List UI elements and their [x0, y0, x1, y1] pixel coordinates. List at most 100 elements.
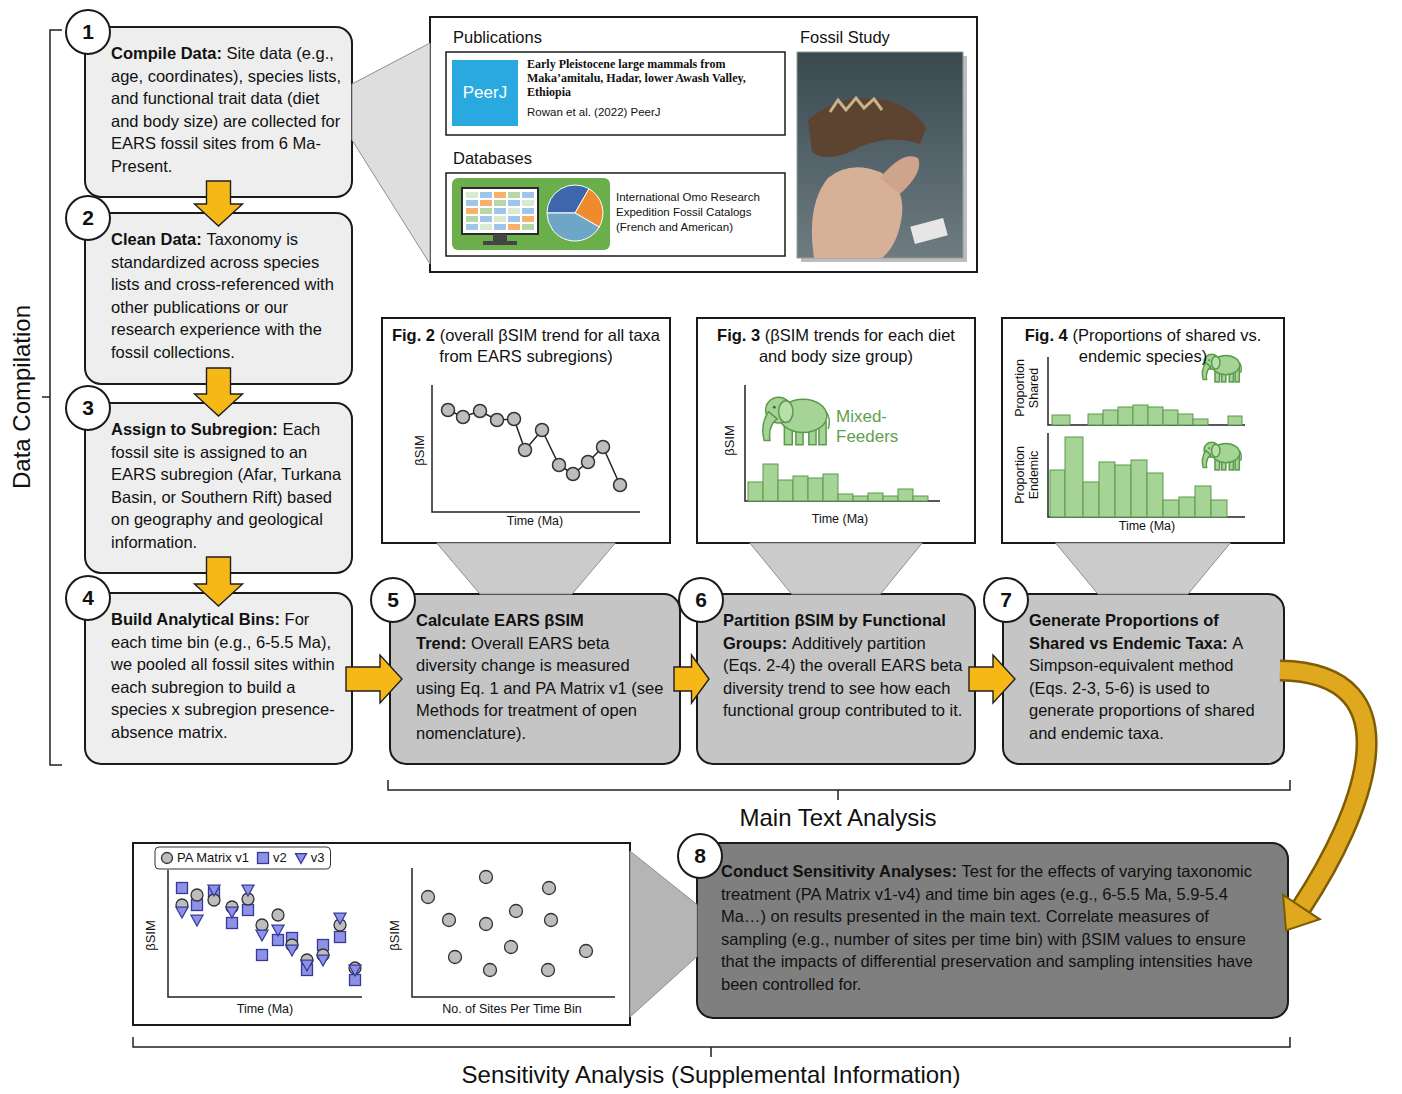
data-point [491, 414, 504, 427]
section-label: Sensitivity Analysis (Supplemental Infor… [462, 1061, 961, 1089]
bar [1050, 470, 1065, 517]
marker-circle [480, 871, 493, 884]
bar [883, 496, 898, 501]
process-box-outline [390, 594, 680, 764]
marker-circle [191, 889, 203, 901]
process-box-outline [85, 27, 352, 197]
flow-arrow [969, 655, 1015, 703]
figure-preview-outline [697, 318, 975, 543]
process-box-outline [1003, 594, 1284, 764]
node-text: Each fossil site is assigned to an EARS … [111, 420, 341, 551]
node-text: βSIM [143, 920, 158, 951]
marker-circle [272, 909, 284, 921]
marker-square [257, 950, 268, 961]
callout-wedge [437, 543, 616, 594]
spreadsheet-cell [480, 192, 492, 198]
bar [1211, 500, 1227, 517]
chart-axis [432, 385, 640, 512]
data-point [474, 405, 487, 418]
data-point [519, 444, 532, 457]
source-panel-outline [430, 17, 977, 272]
spreadsheet-cell [494, 208, 506, 214]
marker-triangle [301, 960, 313, 971]
spreadsheet-cell [480, 200, 492, 206]
node-text: Publications [453, 28, 542, 47]
process-box: Assign to Subregion:Each fossil site is … [85, 403, 352, 573]
spreadsheet-cell [508, 192, 520, 198]
node-text: (Proportions of shared vs. endemic speci… [1072, 326, 1261, 365]
node-text: 1 [82, 21, 94, 44]
flow-arrow-curved [1280, 671, 1367, 931]
fossil-jaw [808, 98, 926, 157]
data-point [597, 441, 610, 454]
bar [1131, 460, 1147, 517]
node-text: Mixed-Feeders [836, 407, 920, 447]
marker-triangle [256, 930, 268, 941]
marker-circle [543, 882, 556, 895]
elephant-tail [826, 412, 829, 429]
elephant-body [1212, 355, 1240, 374]
node-text: βSIM [719, 425, 740, 456]
bar [1118, 407, 1133, 425]
node-text: (overall βSIM trend for all taxa from EA… [439, 326, 660, 365]
elephant-icon [1202, 442, 1241, 470]
figure-preview: Fig. 2(overall βSIM trend for all taxa f… [382, 318, 670, 543]
flow-arrow [346, 655, 402, 703]
spreadsheet-cell [480, 224, 492, 230]
elephant-body [1212, 443, 1240, 462]
node-text: PeerJ [463, 83, 507, 103]
legend-text: v2 [273, 850, 287, 866]
bar [763, 464, 778, 501]
spreadsheet-cell [494, 224, 506, 230]
bar [853, 496, 868, 501]
text-block: Generate Proportions of Shared vs Endemi… [1003, 594, 1284, 752]
step-number: 4 [66, 576, 110, 620]
spreadsheet-cell [522, 200, 534, 206]
node-text: Fossil Study [800, 28, 890, 47]
elephant-eye [773, 406, 776, 409]
text-block: Conduct Sensitivity Analyses:Test for th… [697, 843, 1288, 1003]
marker-circle [505, 941, 518, 954]
data-point [508, 413, 521, 426]
fossil-teeth [830, 98, 882, 112]
bar [1148, 407, 1163, 425]
bar [838, 494, 853, 501]
legend-item: v2 [256, 850, 287, 866]
step-number-outline [984, 578, 1028, 622]
photo-detail [910, 218, 948, 244]
data-point [442, 404, 455, 417]
process-box: Calculate EARS βSIM Trend:Overall EARS b… [390, 594, 680, 764]
text-block: Partition βSIM by Functional Groups:Addi… [697, 594, 975, 730]
node-text: Time (Ma) [812, 509, 868, 530]
spreadsheet-cell [494, 200, 506, 206]
spreadsheet-cell [480, 216, 492, 222]
bar [1163, 500, 1179, 517]
fossil-photo [797, 52, 963, 258]
node-text: Fig. 2 [392, 326, 435, 344]
spreadsheet-cell [508, 200, 520, 206]
bar [793, 476, 808, 501]
elephant-trunk [763, 412, 777, 441]
node-text: 2 [82, 207, 94, 230]
node-text: Build Analytical Bins: [111, 610, 280, 628]
node-text: Assign to Subregion: [111, 420, 278, 438]
spreadsheet-cell [508, 216, 520, 222]
step-number-outline [371, 578, 415, 622]
bar [898, 489, 913, 501]
callout-wedge [750, 543, 922, 594]
bracket [388, 780, 1290, 800]
trend-line [448, 410, 620, 485]
elephant-ear [779, 401, 793, 423]
spreadsheet-cell [522, 208, 534, 214]
chart-axis [168, 870, 362, 997]
spreadsheet-cell [522, 224, 534, 230]
bar [1228, 416, 1242, 425]
callout-wedge [352, 43, 430, 264]
node-text: 8 [694, 845, 706, 868]
monitor-base [483, 241, 517, 245]
process-box-outline [85, 403, 352, 573]
legend-item: PA Matrix v1 [160, 850, 249, 866]
bar [1052, 415, 1070, 425]
node-text: (βSIM trends for each diet and body size… [759, 326, 955, 365]
